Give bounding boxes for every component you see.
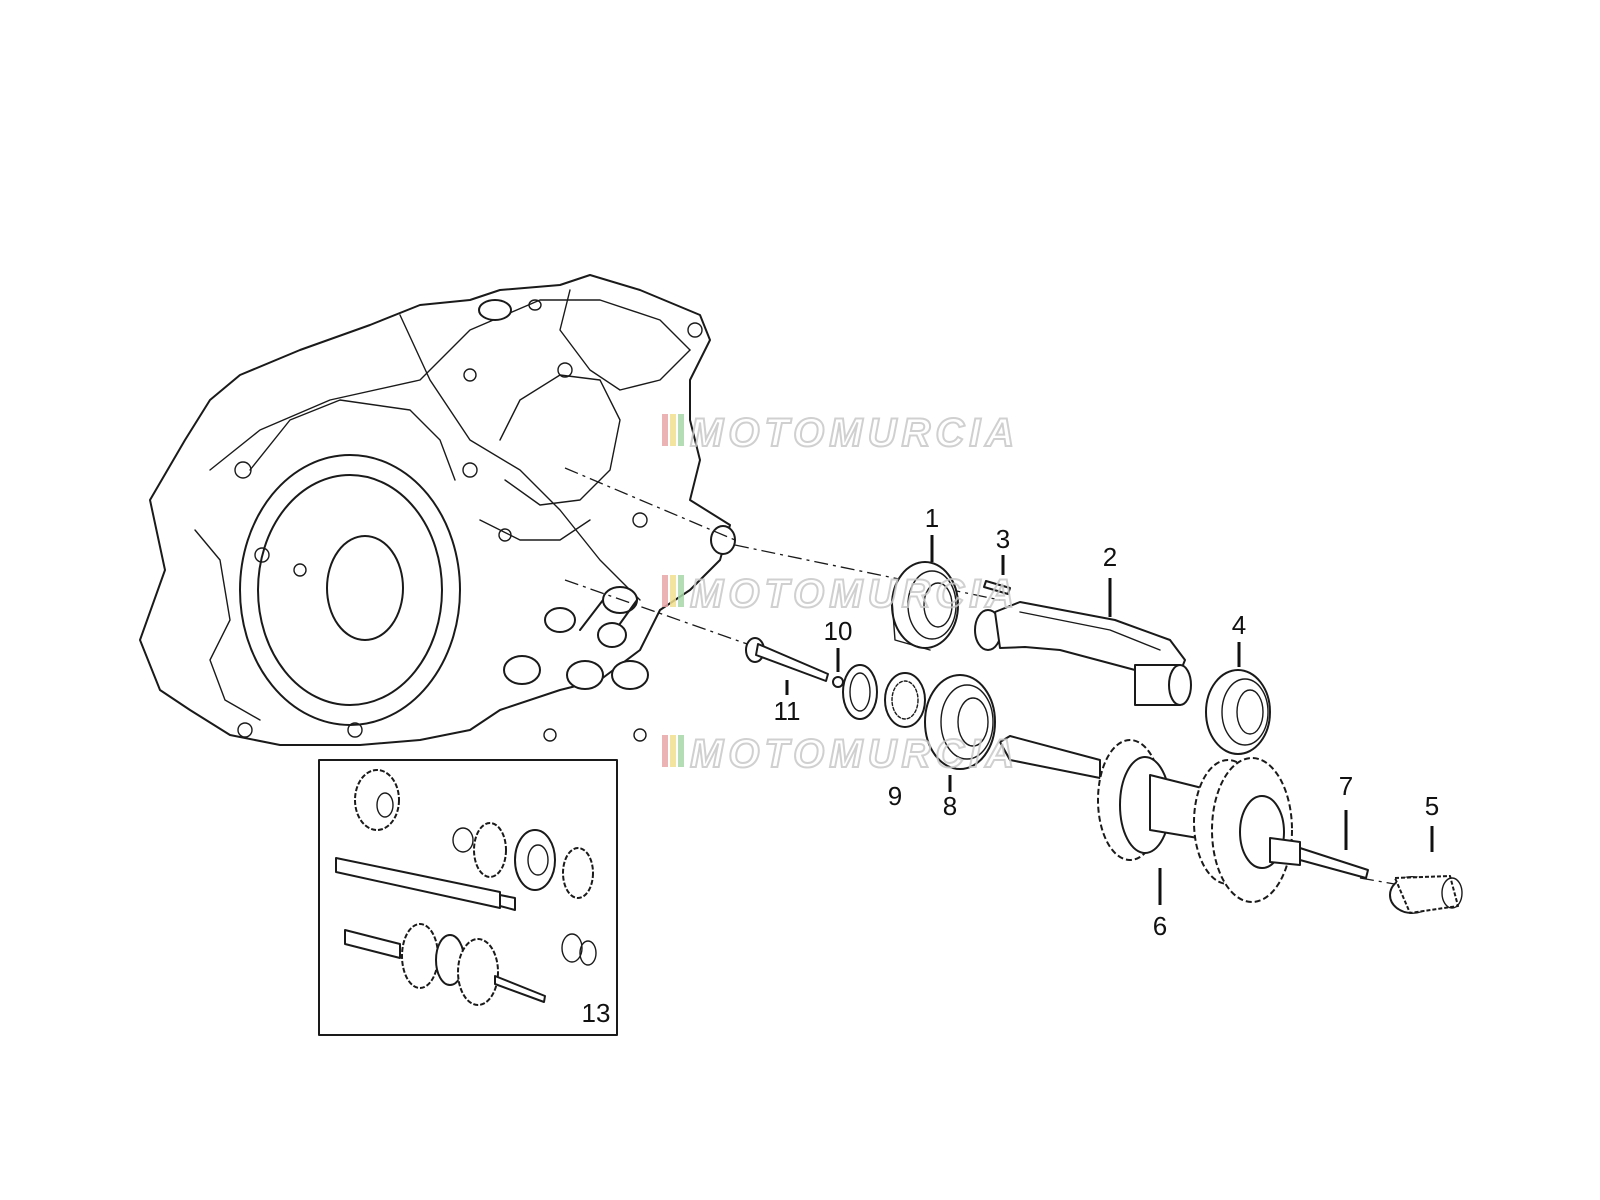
leader-lines: [785, 535, 1434, 905]
callout-5: 5: [1425, 791, 1439, 821]
watermark-text-1: MOTOMURCIA: [690, 411, 1019, 455]
watermark-2: MOTOMURCIA: [662, 571, 1019, 617]
callout-1: 1: [925, 503, 939, 533]
callout-2: 2: [1103, 542, 1117, 572]
part-11-pin: [745, 637, 829, 682]
part-1-bearing: [891, 561, 959, 651]
callout-3: 3: [996, 524, 1010, 554]
callout-labels: 1 3 2 4 10 11 9 8 6 7 5 13: [582, 503, 1440, 1028]
callout-9: 9: [888, 781, 902, 811]
watermark: MOTOMURCIA MOTOMURCIA MOTOMURCIA: [662, 410, 1019, 777]
crankcase-half: [139, 274, 736, 746]
callout-13: 13: [582, 998, 611, 1028]
callout-6: 6: [1153, 911, 1167, 941]
part-10-ball: [832, 676, 844, 688]
watermark-3: MOTOMURCIA: [662, 731, 1019, 777]
callout-11: 11: [774, 696, 801, 726]
watermark-1: MOTOMURCIA: [662, 410, 1019, 456]
part-5-needle-bearing: [1389, 875, 1463, 914]
part-4-bearing: [1205, 669, 1271, 755]
part-9-splined-ring: [884, 672, 926, 728]
part-3-key: [983, 580, 1011, 595]
callout-8: 8: [943, 791, 957, 821]
callout-10: 10: [824, 616, 853, 646]
callout-4: 4: [1232, 610, 1246, 640]
inset-box-13: [318, 759, 618, 1036]
watermark-text-2: MOTOMURCIA: [690, 572, 1019, 616]
part-8-bearing: [924, 674, 996, 770]
callout-7: 7: [1339, 771, 1353, 801]
part-6-gear-shaft: [999, 735, 1369, 903]
crankcase-bolt-holes: [234, 322, 703, 742]
crankcase-bosses: [478, 299, 736, 690]
part-washer: [842, 664, 878, 720]
part-2-arm: [974, 601, 1192, 706]
watermark-text-3: MOTOMURCIA: [690, 732, 1019, 776]
